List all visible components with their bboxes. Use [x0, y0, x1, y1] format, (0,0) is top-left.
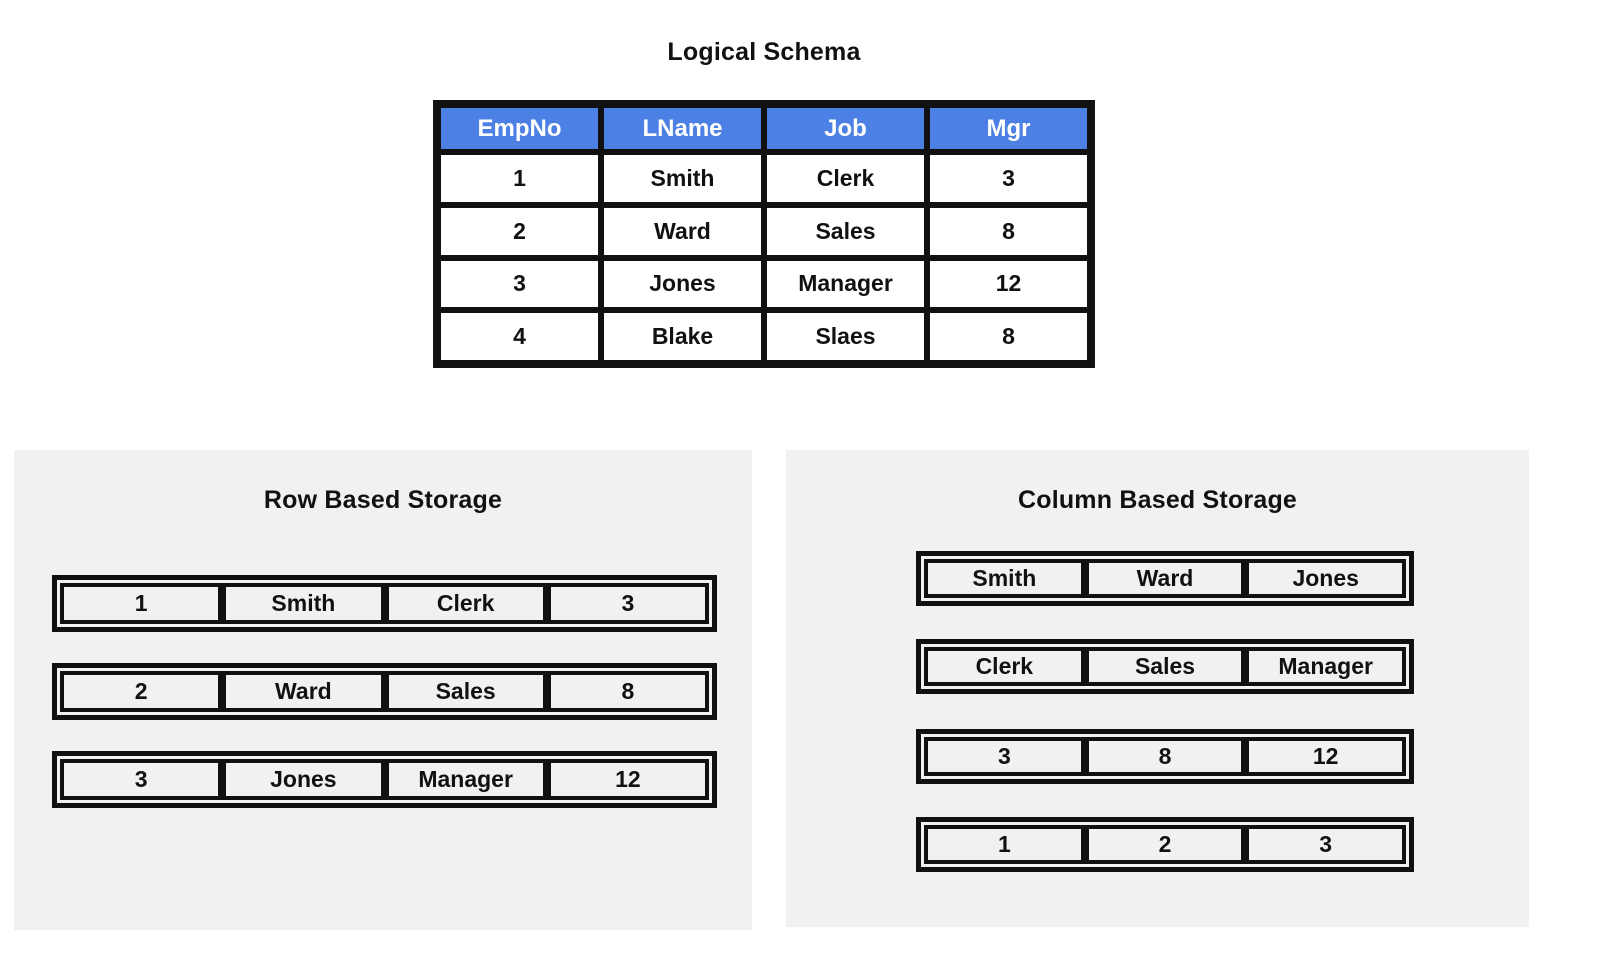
schema-cell: Blake	[601, 310, 764, 363]
schema-cell: Jones	[601, 257, 764, 311]
storage-cell: 3	[60, 759, 223, 800]
table-row: 4 Blake Slaes 8	[438, 310, 1090, 363]
schema-cell: 8	[927, 204, 1090, 258]
row-storage-strip: 3 Jones Manager 12	[52, 751, 717, 808]
storage-cell: Sales	[384, 671, 547, 712]
row-storage-strip: 2 Ward Sales 8	[52, 663, 717, 720]
storage-cell: Manager	[384, 759, 547, 800]
logical-schema-table: EmpNo LName Job Mgr 1 Smith Clerk 3 2 Wa…	[433, 100, 1095, 368]
storage-cell: 3	[1245, 825, 1407, 864]
column-header-lname: LName	[601, 105, 764, 152]
storage-cell: 3	[924, 737, 1085, 776]
schema-cell: 8	[927, 310, 1090, 363]
row-storage-strip: 1 Smith Clerk 3	[52, 575, 717, 632]
column-storage-strip: Smith Ward Jones	[916, 551, 1414, 606]
storage-cell: Jones	[1245, 559, 1407, 598]
schema-cell: 2	[438, 204, 601, 258]
schema-cell: Sales	[764, 204, 927, 258]
storage-cell: 12	[1245, 737, 1407, 776]
schema-cell: Ward	[601, 204, 764, 258]
storage-cell: Ward	[222, 671, 385, 712]
schema-cell: 1	[438, 152, 601, 205]
column-storage-strip: 3 8 12	[916, 729, 1414, 784]
storage-cell: 1	[924, 825, 1085, 864]
row-based-storage-title: Row Based Storage	[263, 486, 503, 514]
schema-header-row: EmpNo LName Job Mgr	[438, 105, 1090, 152]
column-storage-strip: Clerk Sales Manager	[916, 639, 1414, 694]
row-based-storage-panel: Row Based Storage 1 Smith Clerk 3 2 Ward…	[14, 450, 752, 930]
storage-cell: 2	[1084, 825, 1246, 864]
storage-cell: Manager	[1245, 647, 1407, 686]
storage-cell: Clerk	[924, 647, 1085, 686]
storage-cell: Smith	[222, 583, 385, 624]
storage-cell: Ward	[1084, 559, 1246, 598]
schema-cell: 3	[927, 152, 1090, 205]
storage-cell: Clerk	[384, 583, 547, 624]
column-based-storage-title: Column Based Storage	[1017, 486, 1298, 514]
storage-cell: Sales	[1084, 647, 1246, 686]
table-row: 3 Jones Manager 12	[438, 257, 1090, 311]
storage-cell: Jones	[222, 759, 385, 800]
storage-cell: 1	[60, 583, 223, 624]
schema-cell: 12	[927, 257, 1090, 311]
storage-cell: 3	[546, 583, 709, 624]
column-header-job: Job	[764, 105, 927, 152]
column-based-storage-panel: Column Based Storage Smith Ward Jones Cl…	[786, 450, 1529, 927]
logical-schema-title: Logical Schema	[667, 38, 861, 66]
column-storage-strip: 1 2 3	[916, 817, 1414, 872]
column-header-mgr: Mgr	[927, 105, 1090, 152]
schema-cell: 3	[438, 257, 601, 311]
storage-cell: 2	[60, 671, 223, 712]
schema-cell: Manager	[764, 257, 927, 311]
column-header-empno: EmpNo	[438, 105, 601, 152]
storage-cell: Smith	[924, 559, 1085, 598]
schema-cell: Smith	[601, 152, 764, 205]
storage-cell: 8	[1084, 737, 1246, 776]
table-row: 2 Ward Sales 8	[438, 204, 1090, 258]
table-row: 1 Smith Clerk 3	[438, 152, 1090, 205]
storage-cell: 8	[546, 671, 709, 712]
storage-cell: 12	[546, 759, 709, 800]
schema-cell: Slaes	[764, 310, 927, 363]
schema-cell: Clerk	[764, 152, 927, 205]
schema-cell: 4	[438, 310, 601, 363]
